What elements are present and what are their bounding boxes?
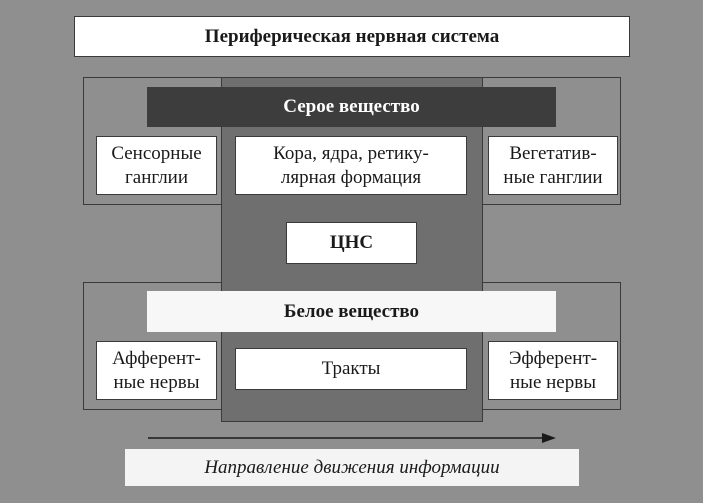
cns-box: ЦНС	[286, 222, 417, 264]
grey-matter-band: Серое вещество	[147, 87, 556, 127]
pns-title: Периферическая нервная система	[74, 16, 630, 57]
afferent-nerves-box: Афферент- ные нервы	[96, 341, 217, 400]
cortex-nuclei-box: Кора, ядра, ретику- лярная формация	[235, 136, 467, 195]
tracts-box: Тракты	[235, 348, 467, 390]
white-matter-band: Белое вещество	[147, 291, 556, 332]
vegetative-ganglia-box: Вегетатив- ные ганглии	[488, 136, 618, 195]
direction-caption: Направление движения информации	[125, 449, 579, 486]
efferent-nerves-box: Эфферент- ные нервы	[488, 341, 618, 400]
sensory-ganglia-box: Сенсорные ганглии	[96, 136, 217, 195]
